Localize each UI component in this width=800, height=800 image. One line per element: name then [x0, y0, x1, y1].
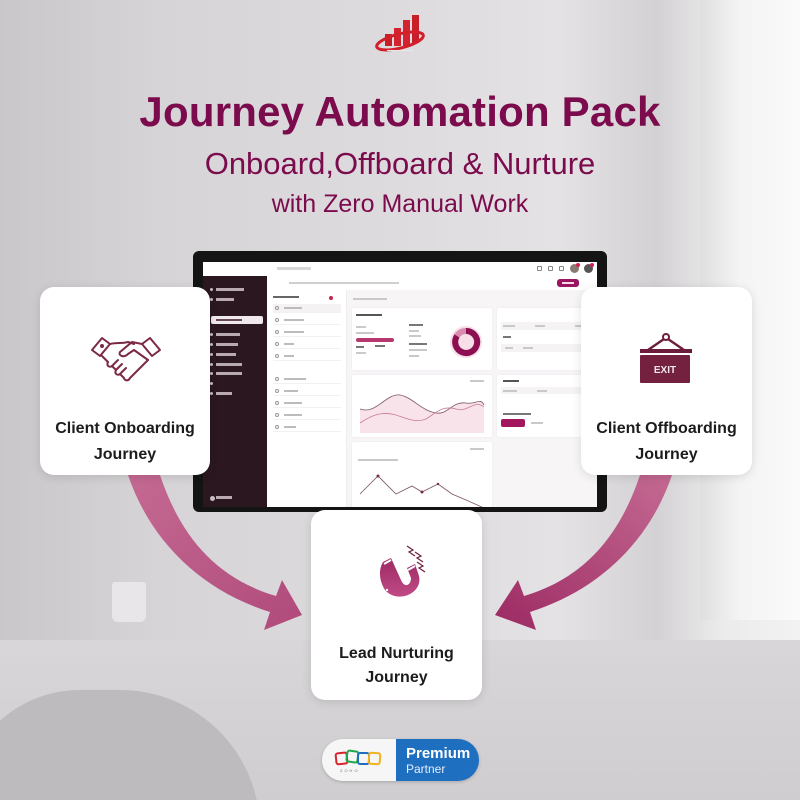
crm-right-card	[497, 308, 593, 370]
crm-actions-card	[497, 375, 593, 437]
journey-label-line2: Journey	[93, 446, 157, 463]
zoho-wordmark: ZOHO	[340, 768, 360, 773]
page-subtitle: Onboard,Offboard & Nurture	[204, 146, 596, 181]
page-title: Journey Automation Pack	[139, 88, 661, 135]
journey-label-line1: Lead Nurturing	[339, 645, 454, 662]
crm-list-panel	[267, 290, 347, 507]
background-mug	[112, 582, 146, 622]
svg-text:EXIT: EXIT	[654, 365, 676, 376]
arrow-right	[495, 475, 672, 630]
bar-chart-growth-logo	[375, 15, 425, 52]
journey-card-nurturing[interactable]: Lead Nurturing Journey	[311, 510, 482, 700]
crm-dashboard-screenshot	[203, 262, 597, 507]
arrow-left	[128, 475, 302, 630]
partner-label: Partner	[406, 762, 446, 776]
crm-sidebar	[203, 276, 267, 507]
magnet-icon	[379, 545, 426, 597]
exit-sign-icon: EXIT	[640, 333, 692, 383]
journey-label-line1: Client Onboarding	[55, 420, 195, 437]
crm-toolbar	[267, 276, 597, 290]
journey-card-onboarding[interactable]: Client Onboarding Journey	[40, 287, 210, 475]
handshake-icon	[91, 337, 161, 382]
journey-label-line1: Client Offboarding	[596, 420, 737, 437]
partner-tier: Premium	[406, 745, 471, 762]
journey-label-line2: Journey	[635, 446, 698, 463]
crm-line-chart-card	[352, 442, 492, 507]
page-tagline: with Zero Manual Work	[271, 190, 529, 218]
crm-main-area	[347, 290, 597, 507]
crm-topbar	[203, 262, 597, 276]
zoho-logo: ZOHO	[322, 739, 396, 781]
zoho-premium-partner-badge: ZOHO Premium Partner	[322, 739, 479, 781]
journey-label-line2: Journey	[365, 669, 428, 686]
crm-area-chart-card	[352, 375, 492, 437]
journey-card-offboarding[interactable]: EXIT Client Offboarding Journey	[581, 287, 752, 475]
crm-summary-card	[352, 308, 492, 370]
